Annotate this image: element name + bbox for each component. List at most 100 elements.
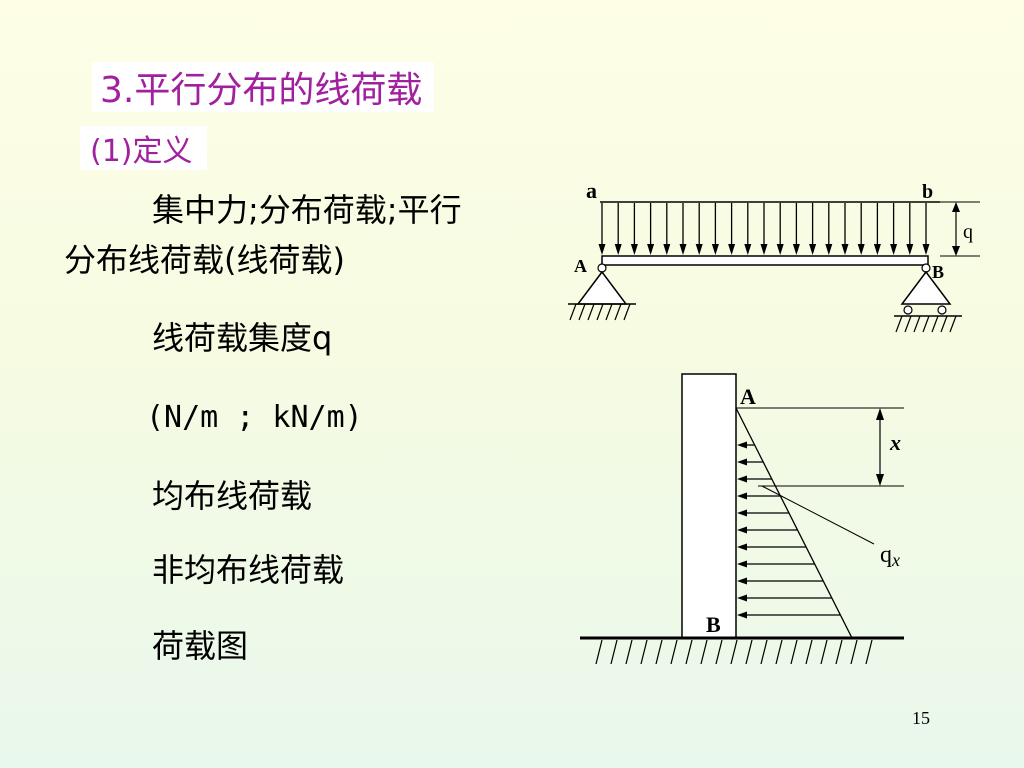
- hatch-line: [949, 315, 957, 333]
- ground-hatch-line: [685, 639, 693, 665]
- ground-hatch-line: [655, 639, 663, 665]
- hatch-line: [569, 303, 577, 321]
- hatch-line: [587, 303, 595, 321]
- support-B-triangle: [900, 270, 952, 305]
- lateral-load-arrows: [737, 441, 841, 619]
- support-A-hatch: [569, 303, 631, 321]
- ground-hatch: [595, 639, 873, 665]
- slide-title-text: 3.平行分布的线荷载: [100, 70, 423, 111]
- ground-hatch-line: [850, 639, 858, 665]
- load-arrow-head: [679, 244, 687, 255]
- ground-hatch-line: [625, 639, 633, 665]
- support-B-hatch: [895, 315, 957, 333]
- wall-diagram: A B x qx: [580, 373, 904, 665]
- ground-hatch-line: [835, 639, 843, 665]
- page-number: 15: [912, 708, 930, 728]
- load-arrow-head: [630, 244, 638, 255]
- load-arrow-head: [598, 244, 606, 255]
- support-B-roller-2: [937, 305, 947, 315]
- load-arrow-head: [711, 244, 719, 255]
- ground-hatch-line: [745, 639, 753, 665]
- section-subtitle-text: (1)定义: [90, 134, 193, 169]
- ground-hatch-line: [730, 639, 738, 665]
- label-qx-q: q: [880, 542, 892, 568]
- ground-hatch-line: [820, 639, 828, 665]
- lateral-arrow-head: [737, 594, 747, 602]
- hatch-line: [913, 315, 921, 333]
- ground-hatch-line: [640, 639, 648, 665]
- x-dim-arrow-top: [876, 408, 884, 420]
- lateral-arrow-head: [737, 543, 747, 551]
- body-line-7: 荷载图: [152, 627, 249, 665]
- load-arrow-head: [647, 244, 655, 255]
- hatch-line: [940, 315, 948, 333]
- label-qx: qx: [880, 542, 900, 570]
- label-q-beam: q: [963, 221, 973, 243]
- load-arrow-head: [695, 244, 703, 255]
- x-dim-arrow-bottom: [876, 474, 884, 486]
- q-dim-arrow-bottom: [952, 246, 960, 256]
- slide-title: 3.平行分布的线荷载: [92, 62, 435, 112]
- support-B-roller-1: [903, 305, 913, 315]
- body-line-3: 线荷载集度q: [152, 319, 333, 357]
- load-arrow-head: [663, 244, 671, 255]
- ground-hatch-line: [595, 639, 603, 665]
- label-B-wall: B: [706, 612, 721, 637]
- load-arrow-head: [890, 244, 898, 255]
- label-B-beam: B: [932, 262, 944, 282]
- ground-hatch-line: [775, 639, 783, 665]
- hatch-line: [922, 315, 930, 333]
- lateral-arrow-head: [737, 492, 747, 500]
- lateral-arrow-head: [737, 560, 747, 568]
- body-line-5: 均布线荷载: [152, 477, 313, 515]
- lateral-arrow-head: [737, 509, 747, 517]
- ground-hatch-line: [670, 639, 678, 665]
- load-arrow-head: [906, 244, 914, 255]
- hatch-line: [605, 303, 613, 321]
- hatch-line: [596, 303, 604, 321]
- ground-hatch-line: [865, 639, 873, 665]
- hatch-line: [895, 315, 903, 333]
- load-arrow-head: [825, 244, 833, 255]
- beam: [601, 255, 929, 266]
- load-arrow-head: [922, 244, 930, 255]
- label-b: b: [922, 181, 933, 203]
- beam-diagram: a b A B q: [568, 178, 980, 333]
- lateral-arrow-head: [737, 526, 747, 534]
- ground-hatch-line: [700, 639, 708, 665]
- body-line-2: 分布线荷载(线荷载): [64, 241, 345, 279]
- lateral-arrow-head: [737, 475, 747, 483]
- load-arrow-head: [841, 244, 849, 255]
- load-arrow-head: [776, 244, 784, 255]
- ground-hatch-line: [760, 639, 768, 665]
- label-A-beam: A: [574, 256, 587, 276]
- load-arrow-head: [873, 244, 881, 255]
- ground-hatch-line: [715, 639, 723, 665]
- label-qx-sub: x: [891, 550, 900, 570]
- lateral-arrow-head: [737, 611, 747, 619]
- hatch-line: [623, 303, 631, 321]
- section-subtitle: (1)定义: [80, 126, 207, 170]
- lateral-arrow-head: [737, 577, 747, 585]
- wall: [681, 373, 737, 639]
- load-arrow-head: [792, 244, 800, 255]
- label-A-wall: A: [740, 384, 756, 409]
- qx-leader: [761, 485, 875, 545]
- lateral-arrow-head: [737, 441, 747, 449]
- hatch-line: [614, 303, 622, 321]
- label-x: x: [889, 430, 901, 455]
- ground-hatch-line: [805, 639, 813, 665]
- load-arrow-head: [809, 244, 817, 255]
- load-arrows: [598, 203, 930, 255]
- ground-hatch-line: [610, 639, 618, 665]
- body-line-6: 非均布线荷载: [152, 551, 345, 589]
- support-A-triangle: [576, 270, 628, 305]
- hatch-line: [904, 315, 912, 333]
- hatch-line: [931, 315, 939, 333]
- lateral-arrow-head: [737, 458, 747, 466]
- load-triangle-edge: [735, 407, 853, 639]
- body-line-1: 集中力;分布荷载;平行: [152, 191, 462, 229]
- load-arrow-head: [857, 244, 865, 255]
- load-arrow-head: [744, 244, 752, 255]
- load-arrow-head: [760, 244, 768, 255]
